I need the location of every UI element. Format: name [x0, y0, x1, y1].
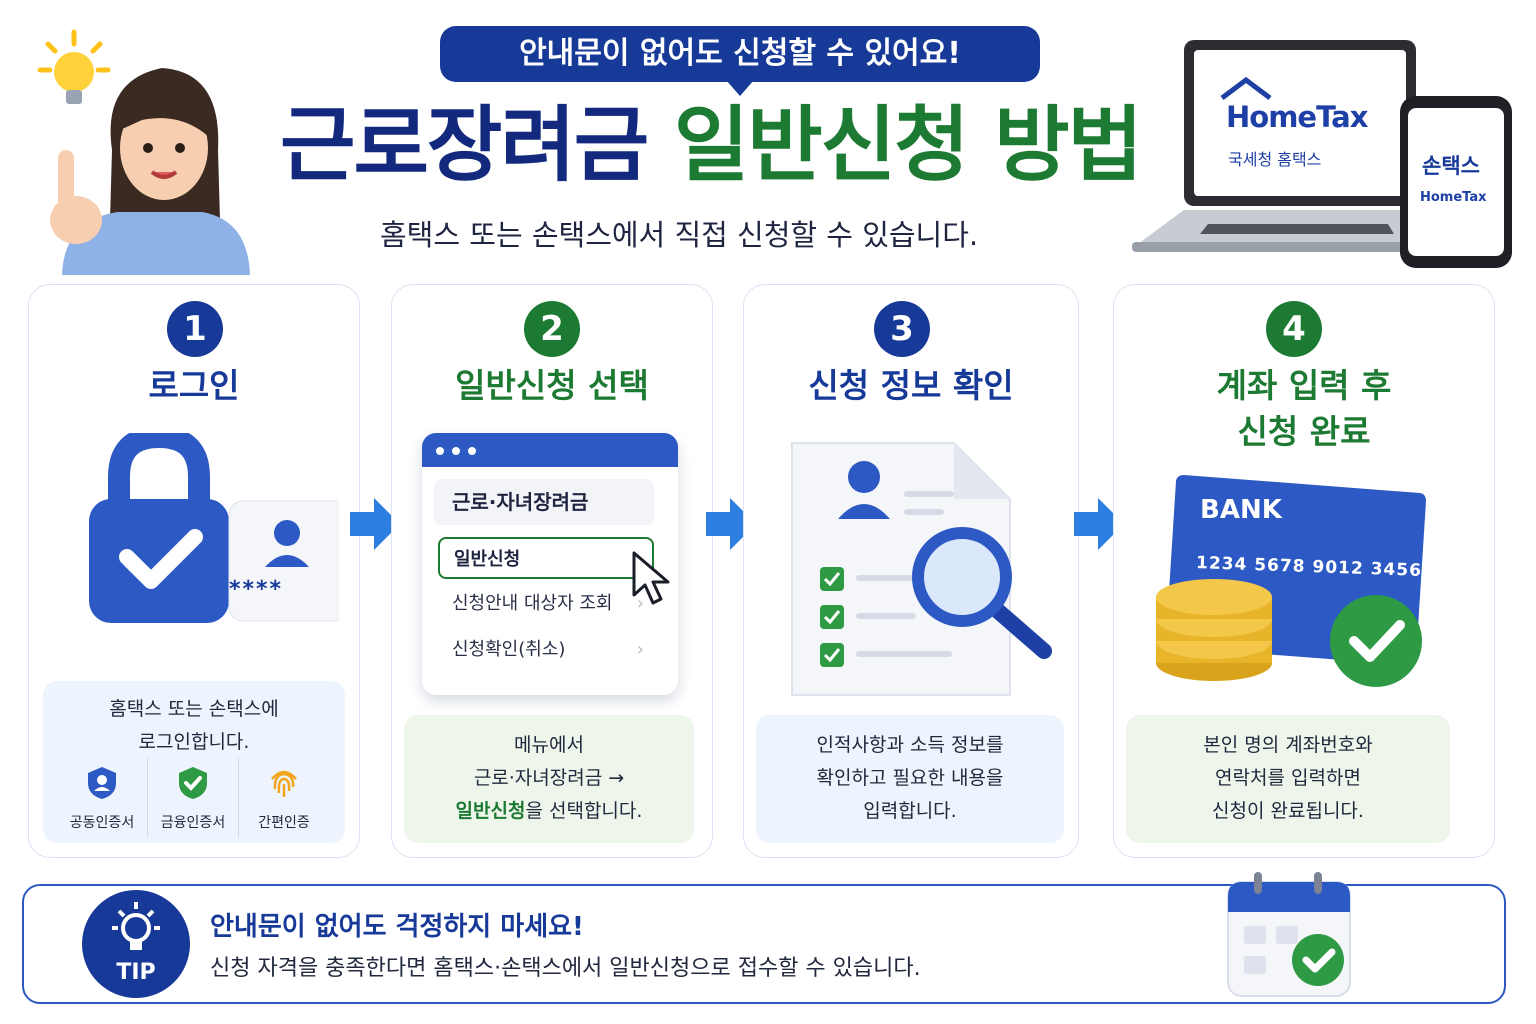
step-title: 신청 정보 확인: [808, 366, 1014, 405]
step-description: 인적사항과 소득 정보를 확인하고 필요한 내용을 입력합니다.: [756, 715, 1064, 843]
menu-item-label: 신청안내 대상자 조회: [452, 593, 613, 614]
step-number: 3: [874, 301, 930, 357]
fingerprint-icon: [271, 770, 297, 797]
desc-line: 근로·자녀장려금 →: [473, 767, 625, 789]
header-badge: 안내문이 없어도 신청할 수 있어요!: [440, 26, 1040, 96]
window-title-bar: [422, 433, 678, 467]
bank-card-coins-icon: [1156, 475, 1426, 687]
auth-method-simple-auth[interactable]: 간편인증: [238, 757, 329, 837]
hometax-logo: HomeTax: [1226, 100, 1368, 134]
shield-user-icon: [88, 767, 116, 799]
magnifier-icon: [912, 527, 1052, 659]
window-dot: [452, 447, 460, 455]
smartphone-icon: [1400, 96, 1512, 268]
check-circle-icon: [1330, 595, 1422, 687]
desc-line: 입력합니다.: [863, 800, 957, 822]
desc-line: 본인 명의 계좌번호와: [1203, 734, 1373, 756]
desc-line: 메뉴에서: [514, 734, 584, 756]
desc-line: 신청이 완료됩니다.: [1212, 800, 1364, 822]
menu-item-application-check[interactable]: 신청확인(취소) ›: [438, 629, 654, 671]
auth-method-label: 금융인증서: [160, 815, 226, 831]
arrow-right-icon: [350, 498, 400, 550]
password-mask: ****: [229, 577, 284, 602]
auth-method-joint-certificate[interactable]: 공동인증서: [57, 757, 147, 837]
lightbulb-icon: [37, 29, 111, 104]
document-magnifier-icon: [791, 442, 1052, 696]
step-title: 로그인: [148, 366, 240, 405]
menu-item-general-application[interactable]: 일반신청 ›: [438, 537, 654, 579]
step-title: 일반신청 선택: [455, 366, 649, 405]
mouse-cursor-icon: [632, 551, 670, 605]
auth-method-label: 공동인증서: [69, 815, 135, 831]
menu-item-label: 신청확인(취소): [452, 639, 566, 660]
desc-line: 연락처를 입력하면: [1215, 767, 1361, 789]
step-description: 홈택스 또는 손택스에 로그인합니다. 공동인증서 금융인증서 간편인증: [43, 681, 345, 843]
tip-box: TIP 안내문이 없어도 걱정하지 마세요! 신청 자격을 충족한다면 홈택스·…: [22, 872, 1506, 1004]
step-card-select-general: 2 일반신청 선택 근로·자녀장려금 일반신청 › 신청안내 대상자 조회 › …: [391, 284, 713, 858]
desc-line: 홈택스 또는 손택스에: [109, 698, 279, 720]
desc-line-rest: 을 선택합니다.: [525, 800, 643, 822]
title-part-green: 일반신청 방법: [673, 98, 1143, 193]
page-title: 근로장려금 일반신청 방법: [280, 96, 1180, 196]
step-title-line: 신청 완료: [1237, 412, 1371, 451]
step-description: 본인 명의 계좌번호와 연락처를 입력하면 신청이 완료됩니다.: [1126, 715, 1450, 843]
step-card-verify-info: 3 신청 정보 확인 인적사항과 소득 정보를 확인하고 필요한 내용을 입력합…: [743, 284, 1079, 858]
title-part-blue: 근로장려금: [280, 98, 649, 193]
window-dot: [468, 447, 476, 455]
desc-line: 일반신청을 선택합니다.: [404, 795, 694, 828]
coin-stack-icon: [1156, 579, 1272, 681]
auth-method-financial-certificate[interactable]: 금융인증서: [147, 757, 238, 837]
arrow-right-icon: [1074, 498, 1124, 550]
auth-method-label: 간편인증: [258, 815, 310, 831]
desc-line: 확인하고 필요한 내용을: [816, 767, 1004, 789]
menu-item-label: 일반신청: [454, 549, 521, 570]
menu-header: 근로·자녀장려금: [434, 479, 654, 525]
laptop-icon: [1132, 40, 1424, 252]
desc-line: 로그인합니다.: [138, 731, 250, 753]
menu-item-notice-lookup[interactable]: 신청안내 대상자 조회 ›: [438, 583, 654, 625]
desc-line: 인적사항과 소득 정보를: [816, 734, 1004, 756]
chevron-right-icon: ›: [636, 593, 644, 614]
arrow-right-icon: [706, 498, 756, 550]
sontax-hometax-mark: HomeTax: [1420, 190, 1487, 205]
desc-highlight: 일반신청: [455, 800, 526, 822]
step-number: 2: [524, 301, 580, 357]
window-dot: [436, 447, 444, 455]
girl-pointing-illustration: [37, 29, 250, 275]
page-subtitle: 홈택스 또는 손택스에서 직접 신청할 수 있습니다.: [380, 218, 979, 252]
step-number: 4: [1266, 301, 1322, 357]
checkbox-checked-icon: [820, 567, 844, 667]
tip-label: TIP: [116, 960, 156, 985]
step-number: 1: [167, 301, 223, 357]
step-title-line: 계좌 입력 후: [1216, 366, 1392, 405]
auth-method-row: 공동인증서 금융인증서 간편인증: [57, 757, 329, 837]
laptop-phone-illustration: [1132, 40, 1512, 268]
sontax-logo: 손택스: [1422, 154, 1480, 178]
bank-card-label: BANK: [1200, 495, 1282, 525]
step-description: 메뉴에서 근로·자녀장려금 → 일반신청을 선택합니다.: [404, 715, 694, 843]
calendar-check-icon: [1227, 872, 1351, 997]
hometax-logo-subtitle: 국세청 홈택스: [1228, 150, 1322, 169]
shield-check-icon: [179, 767, 207, 799]
step-card-account-complete: 4 계좌 입력 후 신청 완료 BANK 1234 5678 9012 3456…: [1113, 284, 1495, 858]
tip-title: 안내문이 없어도 걱정하지 마세요!: [210, 912, 584, 942]
step-card-login: 1 로그인 **** 홈택스 또는 손택스에 로그인합니다. 공동인증서 금융인…: [28, 284, 360, 858]
tip-badge: TIP: [82, 890, 190, 998]
step-title: 계좌 입력 후 신청 완료: [1114, 363, 1494, 455]
chevron-right-icon: ›: [636, 639, 644, 660]
tip-text: 신청 자격을 충족한다면 홈택스·손택스에서 일반신청으로 접수할 수 있습니다…: [210, 956, 921, 981]
lightbulb-icon: [112, 902, 160, 950]
padlock-icon: [89, 433, 339, 623]
